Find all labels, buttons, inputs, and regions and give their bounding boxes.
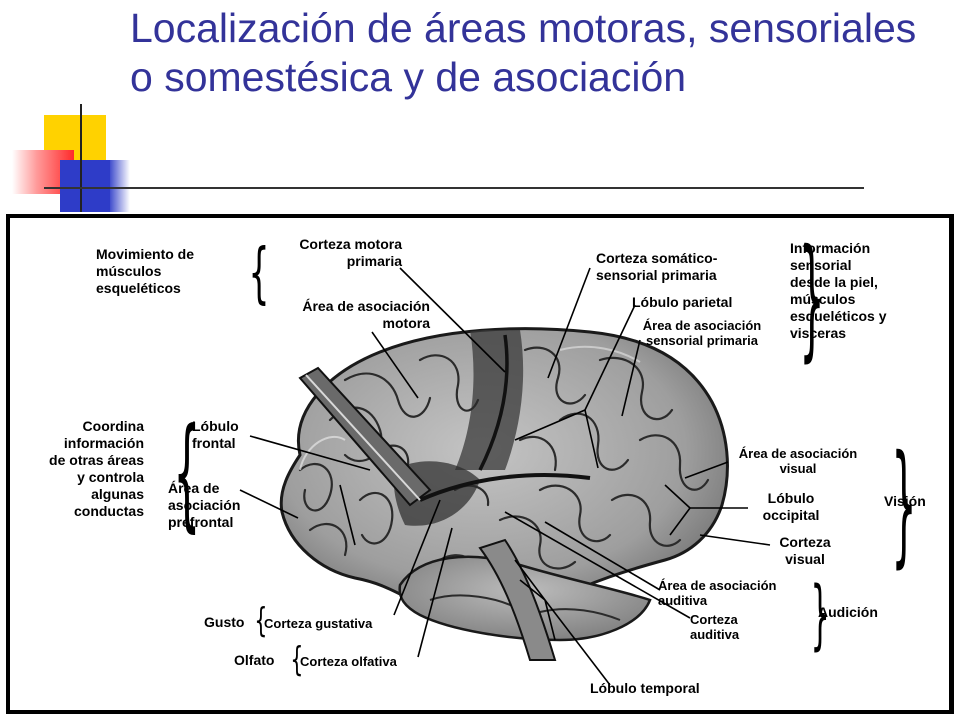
label-lobulo-occipital: Lóbulo occipital bbox=[762, 490, 820, 523]
label-corteza-somatico: Corteza somático- sensorial primaria bbox=[596, 250, 718, 283]
leader-lines bbox=[239, 267, 771, 686]
label-corteza-gustativa: Corteza gustativa bbox=[264, 616, 373, 631]
brace-vision: } bbox=[891, 427, 917, 581]
label-audicion: Audición bbox=[818, 604, 878, 620]
brace-audicion: } bbox=[810, 569, 830, 658]
label-lobulo-frontal: Lóbulo frontal bbox=[192, 418, 239, 451]
label-coordina: Coordina información de otras áreas y co… bbox=[49, 418, 144, 519]
brace-olfato: { bbox=[290, 640, 304, 680]
label-area-asociacion-visual: Área de asociación visual bbox=[738, 446, 858, 476]
label-area-asociacion-motora: Área de asociación motora bbox=[302, 298, 430, 331]
label-area-prefrontal: Área de asociación prefrontal bbox=[168, 480, 241, 530]
decorative-blue-square bbox=[60, 160, 110, 212]
label-corteza-auditiva: Corteza auditiva bbox=[690, 612, 740, 642]
label-lobulo-temporal: Lóbulo temporal bbox=[590, 680, 700, 696]
label-vision: Visión bbox=[884, 493, 926, 509]
slide-title: Localización de áreas motoras, sensorial… bbox=[130, 5, 917, 100]
label-area-asociacion-auditiva: Área de asociación auditiva bbox=[658, 578, 777, 608]
decorative-blue-fade bbox=[108, 160, 130, 212]
label-olfato: Olfato bbox=[234, 652, 275, 668]
label-gusto: Gusto bbox=[204, 614, 245, 630]
label-lobulo-parietal: Lóbulo parietal bbox=[632, 294, 733, 310]
title-underline bbox=[44, 187, 864, 189]
olfactory-tube bbox=[298, 366, 432, 507]
brace-informacion: } bbox=[799, 221, 825, 375]
label-movimiento: Movimiento de músculos esqueléticos bbox=[96, 246, 195, 296]
brace-coordina: { bbox=[173, 402, 201, 544]
label-area-asociacion-sensorial: Área de asociación sensorial primaria bbox=[642, 318, 762, 348]
brace-movimiento: { bbox=[248, 234, 270, 311]
decorative-vertical-line bbox=[80, 104, 82, 212]
label-informacion: Información sensorial desde la piel, mús… bbox=[790, 240, 887, 341]
label-corteza-motora: Corteza motora primaria bbox=[299, 236, 402, 269]
label-corteza-olfativa: Corteza olfativa bbox=[300, 654, 397, 669]
brace-gusto: { bbox=[254, 601, 268, 641]
label-corteza-visual: Corteza visual bbox=[779, 534, 831, 567]
